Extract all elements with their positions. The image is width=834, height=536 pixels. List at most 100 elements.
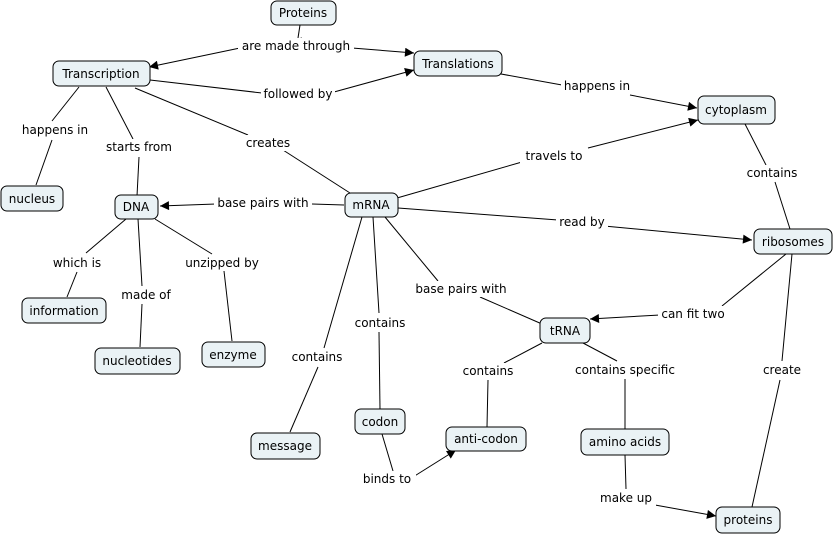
svg-text:anti-codon: anti-codon	[454, 432, 518, 446]
svg-text:mRNA: mRNA	[352, 198, 390, 212]
concept-codon[interactable]: codon	[354, 408, 406, 435]
svg-text:contains: contains	[747, 166, 798, 180]
svg-text:are made through: are made through	[242, 39, 350, 53]
line-dna-madeof	[137, 218, 143, 287]
concept-proteins-top[interactable]: Proteins	[270, 0, 337, 26]
line-ribosomes-create	[781, 253, 793, 362]
svg-text:contains: contains	[292, 350, 343, 364]
line-transcription-followed	[149, 79, 263, 94]
link-which-is: which is	[50, 255, 104, 271]
svg-text:create: create	[763, 363, 801, 377]
arrow-to-dna	[159, 201, 217, 211]
concept-transcription[interactable]: Transcription	[52, 60, 151, 87]
line-dna-unzipped	[154, 218, 213, 255]
svg-text:can fit two: can fit two	[661, 307, 724, 321]
arrow-to-transcription	[148, 47, 241, 70]
svg-text:contains specific: contains specific	[575, 363, 675, 377]
link-make-up: make up	[596, 490, 656, 506]
line-proteins-to-label	[297, 24, 301, 39]
link-starts-from: starts from	[102, 139, 176, 155]
line-transcription-happens	[51, 86, 80, 122]
concept-nucleotides[interactable]: nucleotides	[94, 347, 181, 375]
svg-text:enzyme: enzyme	[209, 348, 256, 362]
arrow-to-proteins	[654, 504, 717, 519]
svg-text:Proteins: Proteins	[279, 6, 327, 20]
concept-information[interactable]: information	[21, 297, 107, 324]
link-base-pairs-with-trna: base pairs with	[412, 281, 510, 297]
line-basepairs2-trna	[479, 296, 543, 325]
line-starts-dna	[136, 156, 140, 197]
line-mrna-basepairs2	[384, 216, 439, 282]
svg-text:binds to: binds to	[363, 472, 411, 486]
line-creates-mrna	[282, 149, 351, 194]
link-contains-message: contains	[288, 349, 346, 365]
svg-text:starts from: starts from	[106, 140, 172, 154]
arrow-to-ribosomes	[603, 225, 753, 244]
svg-text:unzipped by: unzipped by	[185, 256, 259, 270]
line-mrna-travels	[396, 161, 523, 199]
arrow-to-cytoplasm-1	[629, 94, 698, 111]
svg-text:amino acids: amino acids	[589, 435, 661, 449]
line-codon-binds	[381, 433, 394, 472]
svg-text:nucleotides: nucleotides	[102, 354, 171, 368]
line-contains-message	[289, 366, 319, 433]
line-unzipped-enzyme	[223, 270, 233, 342]
svg-text:tRNA: tRNA	[550, 324, 581, 338]
line-whichis-information	[66, 271, 78, 298]
svg-text:proteins: proteins	[724, 513, 773, 527]
line-madeof-nucleotides	[139, 303, 143, 348]
svg-text:codon: codon	[362, 415, 399, 429]
link-contains-anticodon: contains	[459, 363, 517, 379]
concept-cytoplasm[interactable]: cytoplasm	[697, 95, 776, 125]
linking-phrases: are made through followed by happens in …	[18, 38, 805, 506]
svg-text:make up: make up	[600, 491, 652, 505]
svg-text:Transcription: Transcription	[61, 67, 139, 81]
link-followed-by: followed by	[261, 86, 335, 102]
line-mrna-contains-msg	[323, 216, 363, 349]
line-happens-nucleus	[35, 139, 53, 186]
link-contains-codon: contains	[351, 315, 409, 331]
connectors	[35, 24, 793, 519]
svg-text:travels to: travels to	[526, 149, 583, 163]
concept-mrna[interactable]: mRNA	[344, 192, 399, 218]
concept-dna[interactable]: DNA	[114, 194, 159, 220]
concept-anticodon[interactable]: anti-codon	[445, 426, 527, 452]
link-unzipped-by: unzipped by	[182, 255, 262, 271]
svg-text:Translations: Translations	[421, 57, 494, 71]
concept-nucleus[interactable]: nucleus	[0, 185, 64, 212]
line-contains-ribosomes	[774, 181, 791, 230]
concept-ribosomes[interactable]: ribosomes	[753, 228, 833, 255]
svg-text:base pairs with: base pairs with	[415, 282, 506, 296]
concept-amino-acids[interactable]: amino acids	[580, 428, 670, 456]
svg-text:ribosomes: ribosomes	[762, 235, 824, 249]
concept-trna[interactable]: tRNA	[539, 317, 591, 344]
svg-text:base pairs with: base pairs with	[217, 196, 308, 210]
svg-text:made of: made of	[121, 288, 171, 302]
svg-text:contains: contains	[463, 364, 514, 378]
line-dna-whichis	[85, 218, 127, 254]
line-trna-contains	[503, 342, 543, 364]
link-create: create	[759, 362, 805, 378]
concept-message[interactable]: message	[250, 432, 321, 460]
line-mrna-contains-codon	[372, 216, 380, 314]
link-travels-to: travels to	[520, 148, 588, 164]
line-contains-anticodon	[486, 379, 489, 428]
link-happens-in-transcription: happens in	[18, 122, 92, 138]
concept-translations[interactable]: Translations	[413, 50, 503, 77]
concept-enzyme[interactable]: enzyme	[201, 341, 266, 368]
link-made-of: made of	[118, 287, 174, 303]
svg-text:message: message	[258, 439, 312, 453]
concept-proteins-bottom[interactable]: proteins	[715, 506, 781, 534]
line-trna-specific	[582, 342, 618, 362]
svg-text:read by: read by	[559, 215, 605, 229]
link-contains-ribosomes: contains	[742, 165, 802, 181]
arrow-to-translations-1	[351, 47, 415, 57]
arrow-to-cytoplasm-2	[587, 117, 699, 149]
svg-text:creates: creates	[246, 136, 290, 150]
link-happens-in-translations: happens in	[561, 78, 633, 94]
link-read-by: read by	[556, 214, 608, 230]
svg-text:nucleus: nucleus	[9, 192, 55, 206]
line-transcription-starts	[105, 86, 134, 140]
